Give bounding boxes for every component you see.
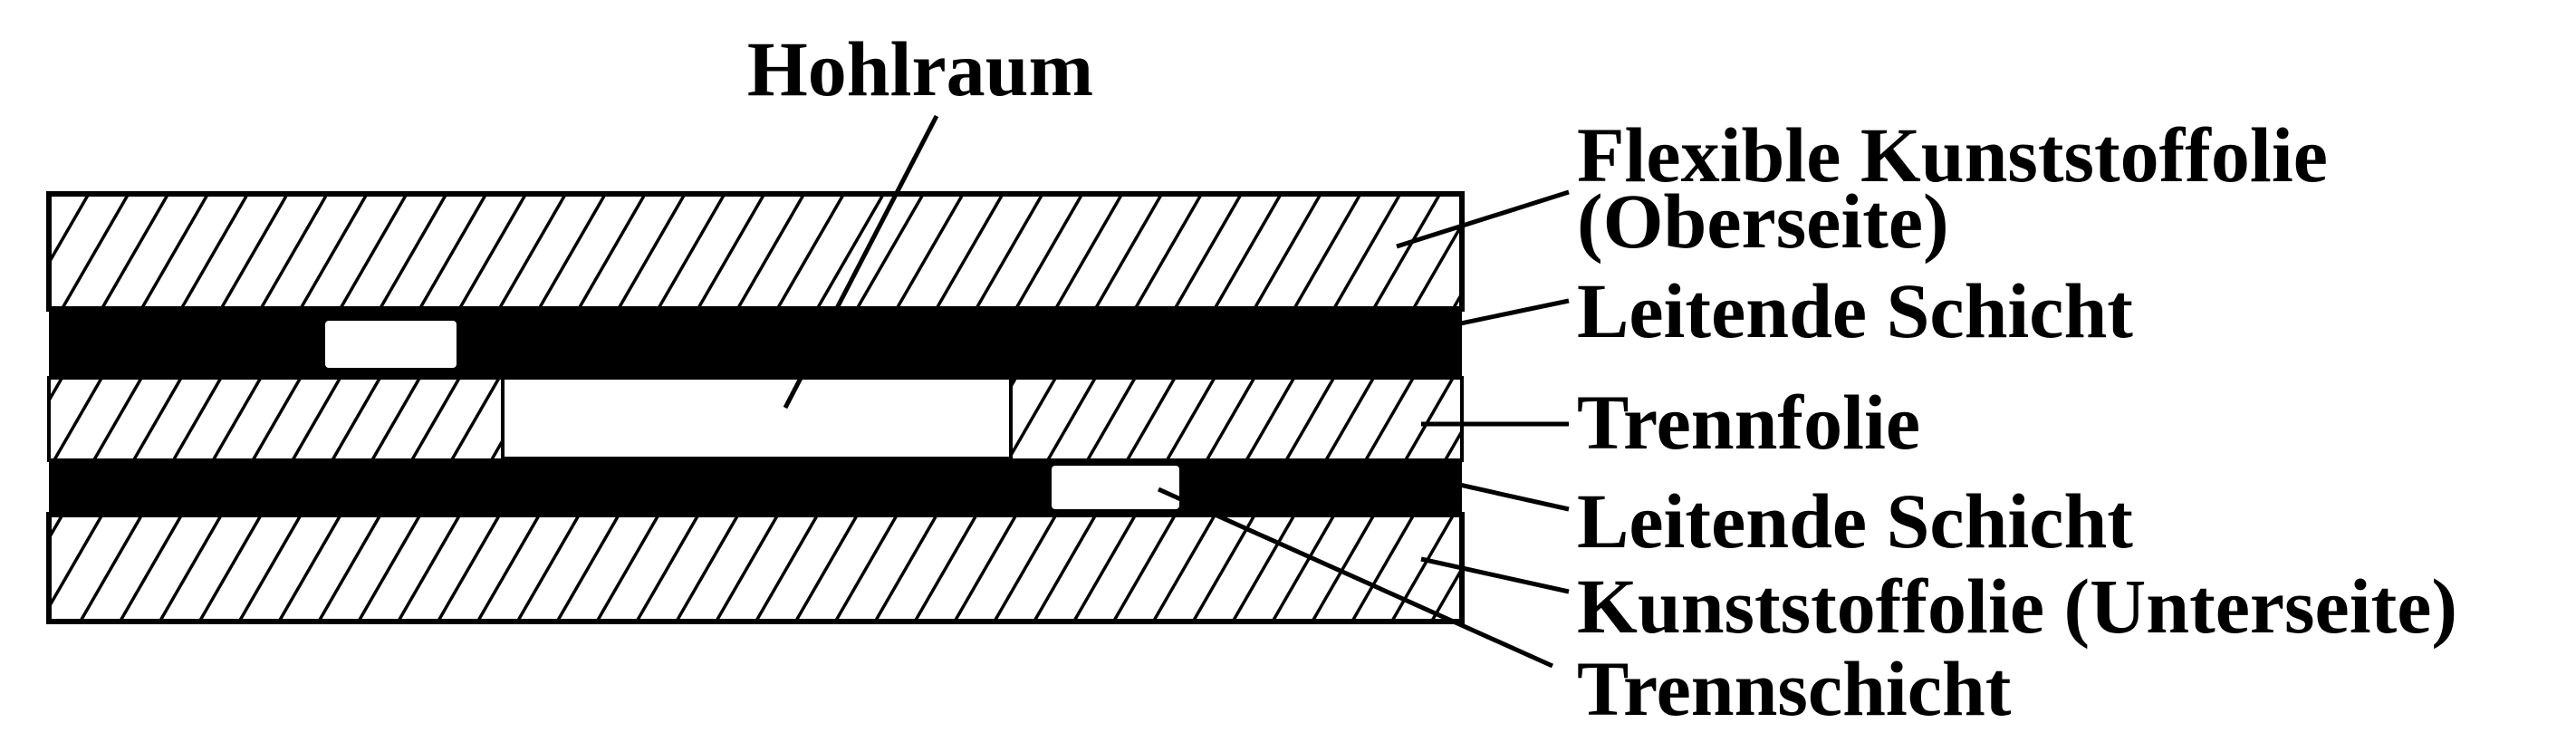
label-separator-layer: Trennschicht (1577, 645, 2012, 732)
upper-separator-gap (325, 321, 457, 368)
bottom-film-layer (46, 512, 1465, 624)
label-hohlraum: Hohlraum (747, 25, 1093, 112)
leader-bottom-film (1420, 556, 1570, 594)
label-flexible-film-line2: (Oberseite) (1577, 178, 1949, 265)
leader-hohlraum (783, 114, 939, 410)
top-flexible-film-layer (46, 191, 1465, 312)
lower-conductive-layer (49, 460, 1462, 515)
label-separator-film: Trennfolie (1577, 379, 1920, 466)
label-flexible-film-line1: Flexible Kunststoffolie (1577, 111, 2328, 198)
label-bottom-film: Kunststoffolie (Unterseite) (1577, 563, 2457, 650)
leader-separator-layer (1157, 487, 1554, 669)
lower-separator-gap (1052, 466, 1179, 509)
leader-conductive-lower (1422, 474, 1570, 512)
leader-conductive-upper (1412, 298, 1570, 336)
upper-conductive-layer (49, 309, 1462, 378)
cavity (501, 376, 1013, 460)
leader-flexible-film (1396, 189, 1570, 249)
label-conductive-upper: Leitende Schicht (1577, 267, 2133, 354)
label-conductive-lower: Leitende Schicht (1577, 477, 2133, 564)
